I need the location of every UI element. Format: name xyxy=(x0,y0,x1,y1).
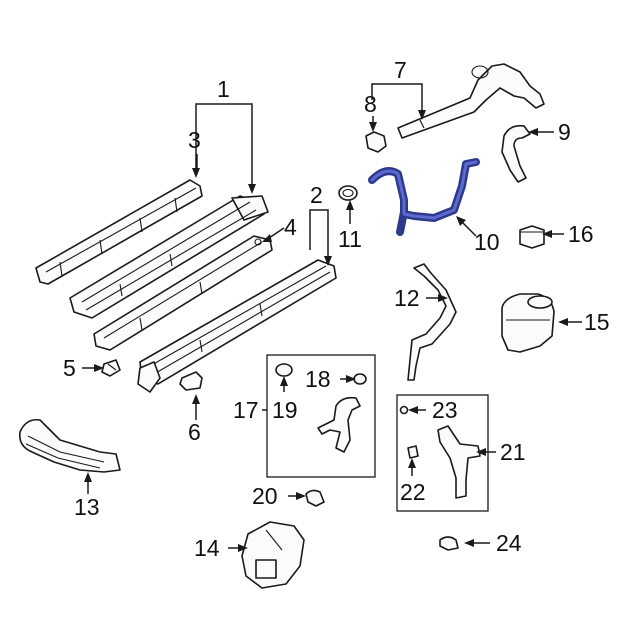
callout-numbers: 1 2 3 4 5 6 7 8 9 10 11 12 13 14 15 16 1… xyxy=(63,57,610,561)
callout-15: 15 xyxy=(584,309,610,335)
callout-9: 9 xyxy=(558,119,571,145)
part-7-tube[interactable] xyxy=(397,63,545,139)
callout-11: 11 xyxy=(338,226,362,252)
part-23-bolt[interactable] xyxy=(399,405,409,415)
callout-23: 23 xyxy=(432,397,458,423)
callout-6: 6 xyxy=(188,419,201,445)
callout-7: 7 xyxy=(394,57,407,83)
part-10-hose-highlighted[interactable] xyxy=(368,158,480,236)
callout-20: 20 xyxy=(252,483,278,509)
part-13-hose[interactable] xyxy=(18,418,121,473)
callout-4: 4 xyxy=(284,214,297,240)
callout-13: 13 xyxy=(74,494,100,520)
callout-8: 8 xyxy=(364,91,377,117)
callout-10: 10 xyxy=(474,229,500,255)
part-3-rail[interactable] xyxy=(35,179,203,285)
part-14-valve[interactable] xyxy=(241,521,305,589)
group-box-17 xyxy=(266,354,376,478)
part-22-bolt[interactable] xyxy=(407,445,419,459)
callout-24: 24 xyxy=(496,530,522,556)
callout-19: 19 xyxy=(272,397,298,423)
part-4-cooler[interactable] xyxy=(93,235,273,351)
part-15-reservoir[interactable] xyxy=(501,293,555,353)
part-20-clamp[interactable] xyxy=(305,489,325,507)
part-9-hose[interactable] xyxy=(501,124,531,183)
part-19-cap[interactable] xyxy=(275,363,293,377)
part-17-outlet[interactable] xyxy=(317,396,361,453)
part-16-cap[interactable] xyxy=(519,225,545,249)
part-2-radiator[interactable] xyxy=(137,259,337,393)
part-8-clip[interactable] xyxy=(365,131,387,153)
callout-5: 5 xyxy=(63,355,76,381)
callout-18: 18 xyxy=(305,366,331,392)
leader-lines xyxy=(82,83,582,552)
part-5-bolt[interactable] xyxy=(101,359,121,377)
part-6-bracket[interactable] xyxy=(179,371,203,391)
callout-22: 22 xyxy=(400,479,426,505)
callout-14: 14 xyxy=(194,535,220,561)
callout-1: 1 xyxy=(217,76,230,102)
callout-3: 3 xyxy=(188,127,201,153)
part-12-hose[interactable] xyxy=(407,263,457,381)
part-24-clamp[interactable] xyxy=(439,536,459,551)
callout-17: 17 xyxy=(233,397,259,423)
part-11-ring[interactable] xyxy=(338,185,358,201)
group-box-21 xyxy=(396,394,489,512)
callout-2: 2 xyxy=(310,182,323,208)
part-21-hose[interactable] xyxy=(437,425,481,499)
part-1-condenser[interactable] xyxy=(69,195,269,319)
callout-21: 21 xyxy=(500,439,526,465)
callout-12: 12 xyxy=(394,285,420,311)
callout-16: 16 xyxy=(568,221,594,247)
